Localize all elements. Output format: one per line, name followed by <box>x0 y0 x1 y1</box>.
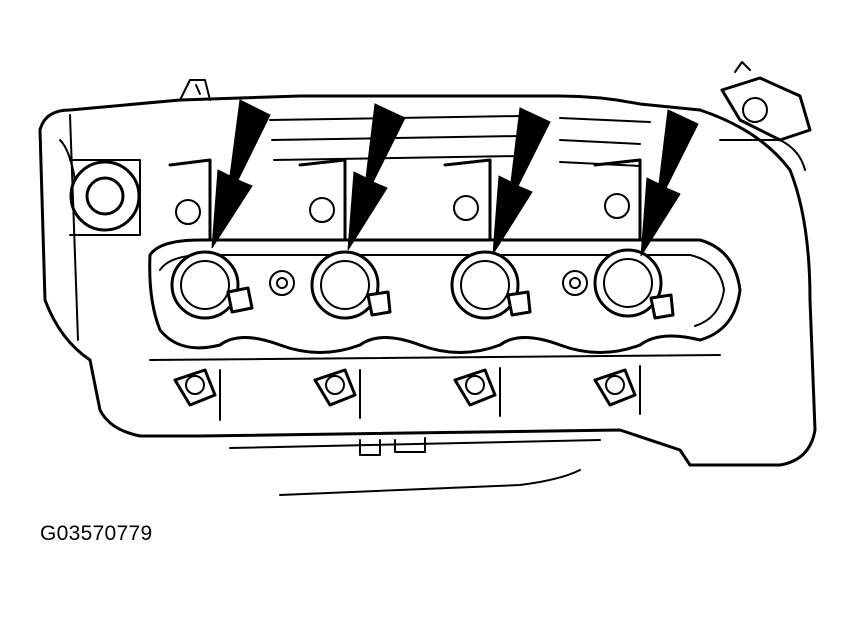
left-breather-fitting <box>69 159 141 236</box>
top-right-clip <box>720 61 812 142</box>
lower-mount-bolts <box>149 354 721 421</box>
cover-ribs <box>269 115 651 167</box>
arrow-coil-1 <box>211 99 271 249</box>
ignition-coil-3 <box>450 250 532 320</box>
arrow-coil-2 <box>347 103 406 251</box>
figure-code-label: G03570779 <box>40 522 153 545</box>
arrow-coil-4 <box>640 109 699 257</box>
arrow-coil-3 <box>492 107 551 255</box>
pointer-arrows <box>211 99 699 257</box>
coil-flange <box>148 238 742 354</box>
coil-towers <box>168 158 642 242</box>
engine-body-outline <box>38 79 817 496</box>
coil-bolts <box>269 270 588 296</box>
ignition-coil-4 <box>593 248 675 320</box>
ignition-coil-1 <box>170 250 254 320</box>
ignition-coil-2 <box>310 250 392 320</box>
